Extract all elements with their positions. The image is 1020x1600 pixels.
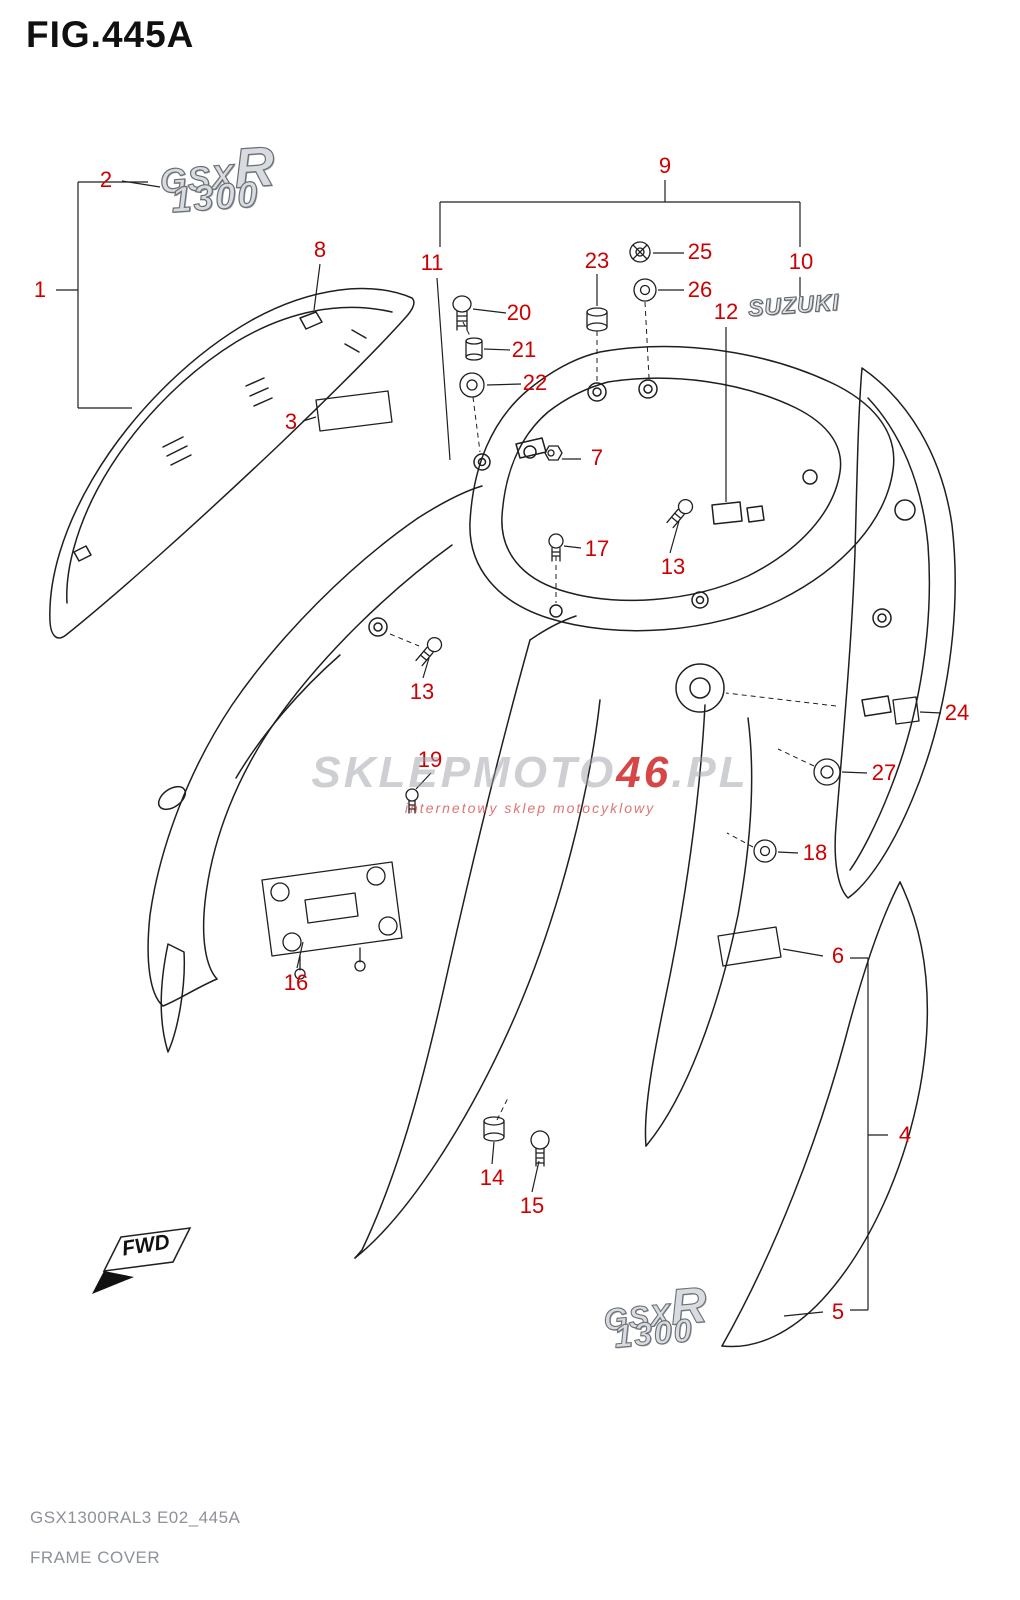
part-callout-20: 20 [506,300,532,325]
fwd-arrow [92,1227,192,1294]
part-callout-14: 14 [479,1165,505,1190]
part-callout-7: 7 [590,445,604,470]
cap-25 [629,241,651,263]
part-callout-5: 5 [831,1299,845,1324]
screw-20 [452,295,472,331]
gsxr-1300-emblem-bottom: GSXR 1300 [601,1275,710,1355]
part-callout-6: 6 [831,943,845,968]
tape-6 [717,926,782,967]
part-callout-4: 4 [898,1122,912,1147]
part-callout-11: 11 [420,250,444,275]
part-callout-9: 9 [658,153,672,178]
part-callout-10: 10 [788,249,814,274]
watermark-text-left: SKLEPMOTO [311,748,617,797]
footer-figure-title: FRAME COVER [30,1548,161,1567]
part-callout-26: 26 [687,277,713,302]
cushion-14 [483,1116,505,1142]
watermark-text: SKLEPMOTO46.PL [285,748,775,798]
lower-cowl [147,485,753,1259]
part-callout-12: 12 [713,299,739,324]
grommet-18 [753,839,777,863]
screw-17 [548,533,564,562]
part-callout-19: 19 [417,747,443,772]
seat-rail-cover [469,345,895,632]
watermark-text-right: .PL [671,748,749,797]
part-callout-21: 21 [511,337,537,362]
watermark: SKLEPMOTO46.PL internetowy sklep motocyk… [285,748,775,816]
part-callout-13-a: 13 [660,554,686,579]
right-frame-cover [675,367,956,899]
bolt-7 [544,445,563,461]
cap-27 [813,758,841,786]
part-callout-8: 8 [313,237,327,262]
part-callout-16: 16 [283,970,309,995]
leader-lines [56,180,942,1317]
footer-model-code: GSX1300RAL3 E02_445A [30,1508,241,1527]
part-callout-13-b: 13 [409,679,435,704]
watermark-text-accent: 46 [616,748,672,797]
tape-3 [315,390,393,432]
screw-13-center [666,498,694,529]
bracket-16 [261,861,403,980]
part-callout-1: 1 [33,277,47,302]
screw-19 [405,788,419,814]
part-callout-17: 17 [584,536,610,561]
spacer-21 [465,337,483,361]
part-callout-15: 15 [519,1193,545,1218]
part-callout-22: 22 [522,370,548,395]
part-callout-24: 24 [944,700,970,725]
figure-title: FIG.445A [26,14,195,55]
part-callout-3: 3 [284,409,298,434]
part-callout-25: 25 [687,239,713,264]
sleeve-23 [586,307,608,332]
assembly-axes [389,301,837,1121]
watermark-subtitle: internetowy sklep motocyklowy [404,800,656,816]
bottom-right-cover [721,881,929,1348]
gsxr-1300-emblem-top: GSXR 1300 [158,133,278,220]
part-callout-23: 23 [584,248,610,273]
left-frame-cover [49,287,415,639]
clip-24 [892,696,920,725]
part-callout-18: 18 [802,840,828,865]
part-callout-2: 2 [99,167,113,192]
grommet-22 [459,372,485,398]
screw-13-left [415,636,443,667]
bolt-15 [530,1130,550,1167]
grommet-26 [633,278,657,302]
part-callout-27: 27 [871,760,897,785]
hardware [261,241,920,1167]
